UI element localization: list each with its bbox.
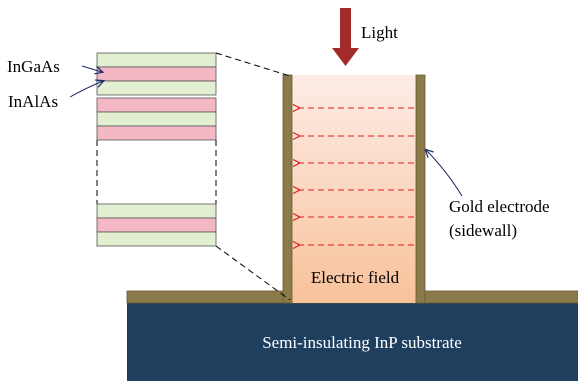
ingaas-layer — [96, 52, 217, 68]
ingaas-layer — [96, 80, 217, 96]
inalas-label: InAlAs — [8, 92, 58, 111]
inalas-layer — [96, 217, 217, 233]
gold-electrode-label-line2: (sidewall) — [449, 221, 517, 240]
substrate-block — [127, 302, 578, 381]
inalas-layer — [96, 97, 217, 113]
gold-electrode-label-line1: Gold electrode — [449, 197, 550, 216]
ingaas-pointer — [81, 65, 102, 72]
substrate-label: Semi-insulating InP substrate — [262, 333, 462, 352]
layer-stack-top — [96, 52, 217, 141]
absorption-column — [292, 75, 416, 303]
light-label: Light — [361, 23, 398, 42]
ingaas-layer — [96, 111, 217, 127]
gold-sidewall-left — [282, 74, 293, 304]
electric-field-label: Electric field — [311, 268, 400, 287]
ingaas-layer — [96, 203, 217, 219]
inalas-layer — [96, 125, 217, 141]
ingaas-layer — [96, 231, 217, 247]
gold-sidewall-right — [415, 74, 426, 304]
electric-field-arrows — [294, 108, 414, 245]
zoom-line-top — [215, 52, 291, 77]
inalas-layer — [96, 66, 217, 82]
gold-electrode-pointer — [426, 150, 463, 197]
ingaas-label: InGaAs — [7, 57, 60, 76]
inalas-pointer — [69, 81, 103, 98]
layer-stack-bottom — [96, 203, 217, 247]
zoom-line-bottom — [215, 245, 291, 301]
light-arrow — [332, 8, 359, 66]
